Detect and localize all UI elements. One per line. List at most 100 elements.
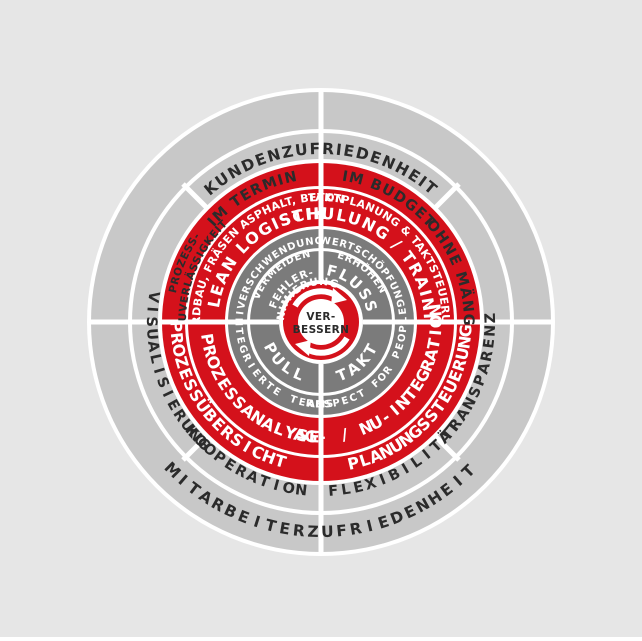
label-prozessanalyse-char: R bbox=[199, 343, 221, 361]
label-ag-nu-integration-char: - bbox=[319, 427, 327, 446]
label-prozessanalyse-char: O bbox=[202, 353, 225, 374]
center-label-line1: VER- bbox=[306, 311, 335, 323]
label-prozessanalyse-char: E bbox=[308, 427, 321, 447]
outer-label-mitarbeiterzufriedenheit-char: E bbox=[376, 512, 393, 533]
label-transparenz-char: R bbox=[479, 348, 497, 363]
outer-label-mitarbeiterzufriedenheit-char: D bbox=[388, 506, 408, 528]
label-transparenz-char: P bbox=[471, 372, 490, 389]
center-label-disc bbox=[298, 299, 344, 345]
label-respect-for-people-char: T bbox=[356, 388, 368, 401]
outer-label-mitarbeiterzufriedenheit-char: T bbox=[263, 516, 279, 536]
outer-label-mitarbeiterzufriedenheit-char: R bbox=[348, 519, 364, 539]
label-kooperation-char: O bbox=[281, 480, 297, 498]
label-flexibilitaet-char: F bbox=[328, 483, 340, 500]
label-planungssteuerung-char: U bbox=[452, 344, 474, 362]
label-respect-for-people-char: P bbox=[391, 349, 404, 361]
label-respect-for-people-char: O bbox=[396, 332, 409, 343]
label-respect-for-people-char: E bbox=[394, 341, 407, 351]
label-integrierte-teams-char: I bbox=[245, 361, 257, 371]
label-ag-nu-integration-char: N bbox=[356, 416, 377, 439]
label-kooperation-char: A bbox=[244, 468, 262, 488]
label-integrierte-teams-char: S bbox=[325, 399, 334, 411]
label-visualisierung-char: V bbox=[144, 290, 162, 305]
label-planungssteuerung-char: L bbox=[357, 449, 374, 471]
second-ring-divider-br bbox=[434, 435, 461, 462]
label-visualisierung-char: I bbox=[150, 366, 167, 377]
label-planungssteuerung-char: N bbox=[454, 333, 475, 350]
label-prozessuebersicht-char: P bbox=[166, 320, 185, 334]
label-visualisierung-char: I bbox=[143, 306, 159, 314]
label-integrierte-teams-char: A bbox=[307, 399, 317, 411]
label-integrierte-teams-char: G bbox=[236, 344, 249, 356]
label-kooperation-char: N bbox=[294, 482, 309, 499]
label-respect-for-people-char: S bbox=[323, 399, 332, 411]
second-ring-divider-bl bbox=[181, 435, 208, 462]
label-prozessanalyse-char: S bbox=[295, 425, 311, 446]
label-prozessuebersicht-char: R bbox=[167, 331, 187, 347]
label-planungssteuerung-char: P bbox=[346, 452, 363, 473]
label-prozessuebersicht-char: O bbox=[168, 342, 190, 361]
second-ring-divider-tr bbox=[434, 182, 461, 209]
outer-label-mitarbeiterzufriedenheit-char: U bbox=[321, 523, 336, 541]
outer-label-mitarbeiterzufriedenheit-char: Z bbox=[307, 523, 320, 541]
label-flexibilitaet-char: L bbox=[340, 481, 353, 498]
label-ag-nu-integration-char: / bbox=[340, 424, 351, 444]
label-visualisierung-char: U bbox=[143, 328, 160, 342]
label-visualisierung-char: S bbox=[153, 375, 172, 392]
label-ag-nu-integration-char: O bbox=[426, 313, 445, 328]
label-visualisierung-char: L bbox=[146, 353, 164, 367]
label-integrierte-teams-char: E bbox=[234, 336, 246, 346]
label-ag-nu-integration-char: R bbox=[416, 355, 439, 375]
label-integrierte-teams-char: T bbox=[233, 327, 245, 336]
outer-label-mitarbeiterzufriedenheit-char: R bbox=[292, 521, 307, 540]
label-ag-nu-integration-char: A bbox=[292, 425, 309, 446]
label-prozessuebersicht-char: H bbox=[259, 446, 280, 469]
label-takt: TAKT bbox=[334, 340, 382, 386]
label-visualisierung-char: A bbox=[144, 340, 162, 355]
label-flexibilitaet-char: E bbox=[352, 479, 366, 497]
label-respect-for-people-char: E bbox=[315, 399, 323, 410]
label-ag-nu-integration-char: N bbox=[425, 301, 445, 318]
label-planungssteuerung-char: G bbox=[456, 322, 476, 338]
label-ag-nu-integration-char: I bbox=[426, 328, 446, 337]
label-respect-for-people-char: P bbox=[332, 397, 342, 409]
label-planungssteuerung-char: A bbox=[366, 445, 386, 468]
label-kooperation-char: T bbox=[257, 473, 273, 492]
label-respect-for-people-char: R bbox=[305, 398, 315, 410]
label-respect-for-people-char: C bbox=[348, 392, 360, 405]
outer-label-mitarbeiterzufriedenheit-char: F bbox=[335, 521, 349, 540]
label-transparenz-char: Z bbox=[483, 311, 499, 323]
label-transparenz-char: A bbox=[475, 360, 494, 376]
label-ag-nu-integration-char: T bbox=[424, 335, 445, 351]
label-integrierte-teams-char: E bbox=[297, 397, 307, 409]
label-prozessanalyse-char: P bbox=[197, 332, 218, 348]
label-integrierte-teams-char: I bbox=[233, 310, 244, 315]
outer-label-mitarbeiterzufriedenheit-char: I bbox=[365, 516, 376, 535]
label-kooperation-char: I bbox=[271, 478, 282, 495]
label-prozessuebersicht-char: Z bbox=[171, 354, 193, 372]
label-transparenz-char: N bbox=[482, 323, 499, 337]
label-visualisierung-char: S bbox=[143, 316, 159, 328]
label-prozessuebersicht-char: T bbox=[272, 451, 289, 473]
second-ring-divider-tl bbox=[181, 182, 208, 209]
label-integrierte-teams-char: T bbox=[288, 394, 299, 407]
label-respect-for-people-char: E bbox=[397, 306, 409, 315]
label-integrierte-teams-char: M bbox=[315, 399, 326, 410]
label-flexibilitaet-char: X bbox=[363, 475, 380, 494]
label-integrierte-teams-char: N bbox=[232, 318, 243, 327]
label-planungssteuerung-char: R bbox=[449, 355, 471, 374]
outer-label-mitarbeiterzufriedenheit-char: E bbox=[278, 519, 293, 539]
center-label-line2: BESSERN bbox=[293, 324, 350, 336]
label-respect-for-people-char: L bbox=[398, 316, 409, 323]
